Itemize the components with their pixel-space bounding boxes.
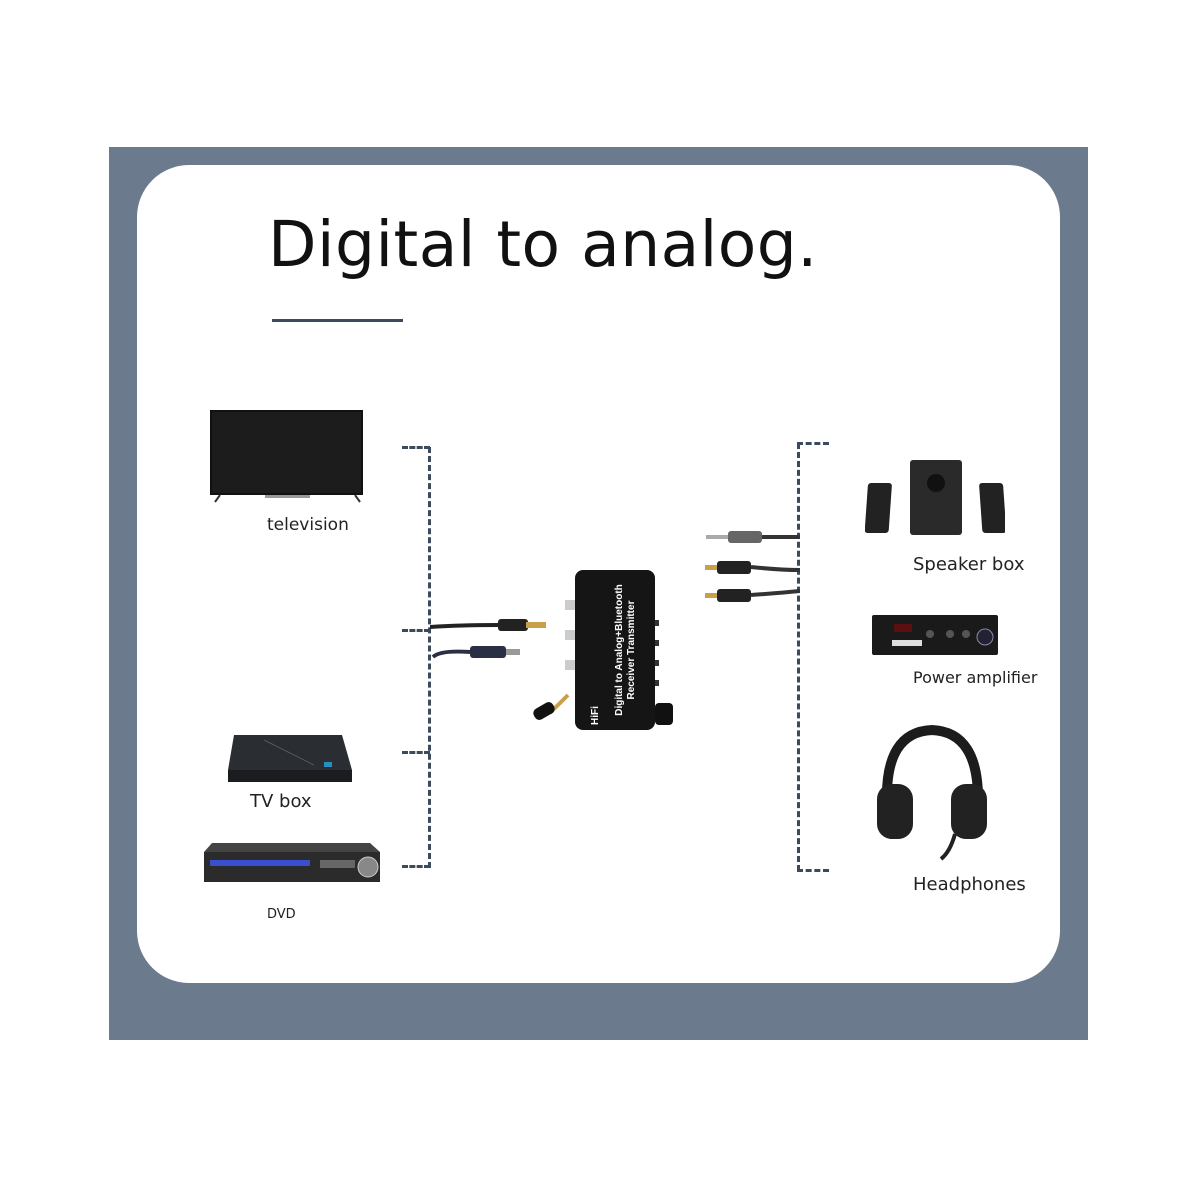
right-connector-tick: [797, 442, 829, 445]
device-brand-text: HiFi: [590, 706, 601, 725]
television-icon: [210, 410, 363, 503]
device-model-text: Digital to Analog+Bluetooth Receiver Tra…: [614, 584, 637, 716]
headphones-label: Headphones: [913, 874, 1026, 895]
left-connector-tick: [402, 629, 430, 632]
right-connector-tick: [797, 869, 829, 872]
page-title: Digital to analog.: [268, 208, 818, 281]
right-connector-line: [797, 443, 800, 871]
dac-device: HiFi: [533, 570, 673, 730]
headphones-icon: [877, 724, 987, 861]
left-connector-tick: [402, 751, 430, 754]
left-connector-tick: [402, 446, 430, 449]
dvd-label: DVD: [267, 907, 296, 922]
speaker-box-label: Speaker box: [913, 554, 1025, 575]
power-amplifier-icon: [872, 615, 998, 655]
left-connector-tick: [402, 865, 430, 868]
input-cables-icon: [430, 619, 546, 659]
power-amplifier-label: Power amplifier: [913, 668, 1038, 687]
television-label: television: [267, 515, 349, 535]
speaker-box-icon: [865, 460, 1005, 535]
dvd-player-icon: [204, 843, 380, 882]
output-cables-icon: [705, 531, 800, 602]
title-underline: [272, 319, 403, 322]
tv-box-icon: [228, 735, 352, 782]
left-connector-line: [428, 447, 431, 868]
tv-box-label: TV box: [250, 791, 312, 812]
